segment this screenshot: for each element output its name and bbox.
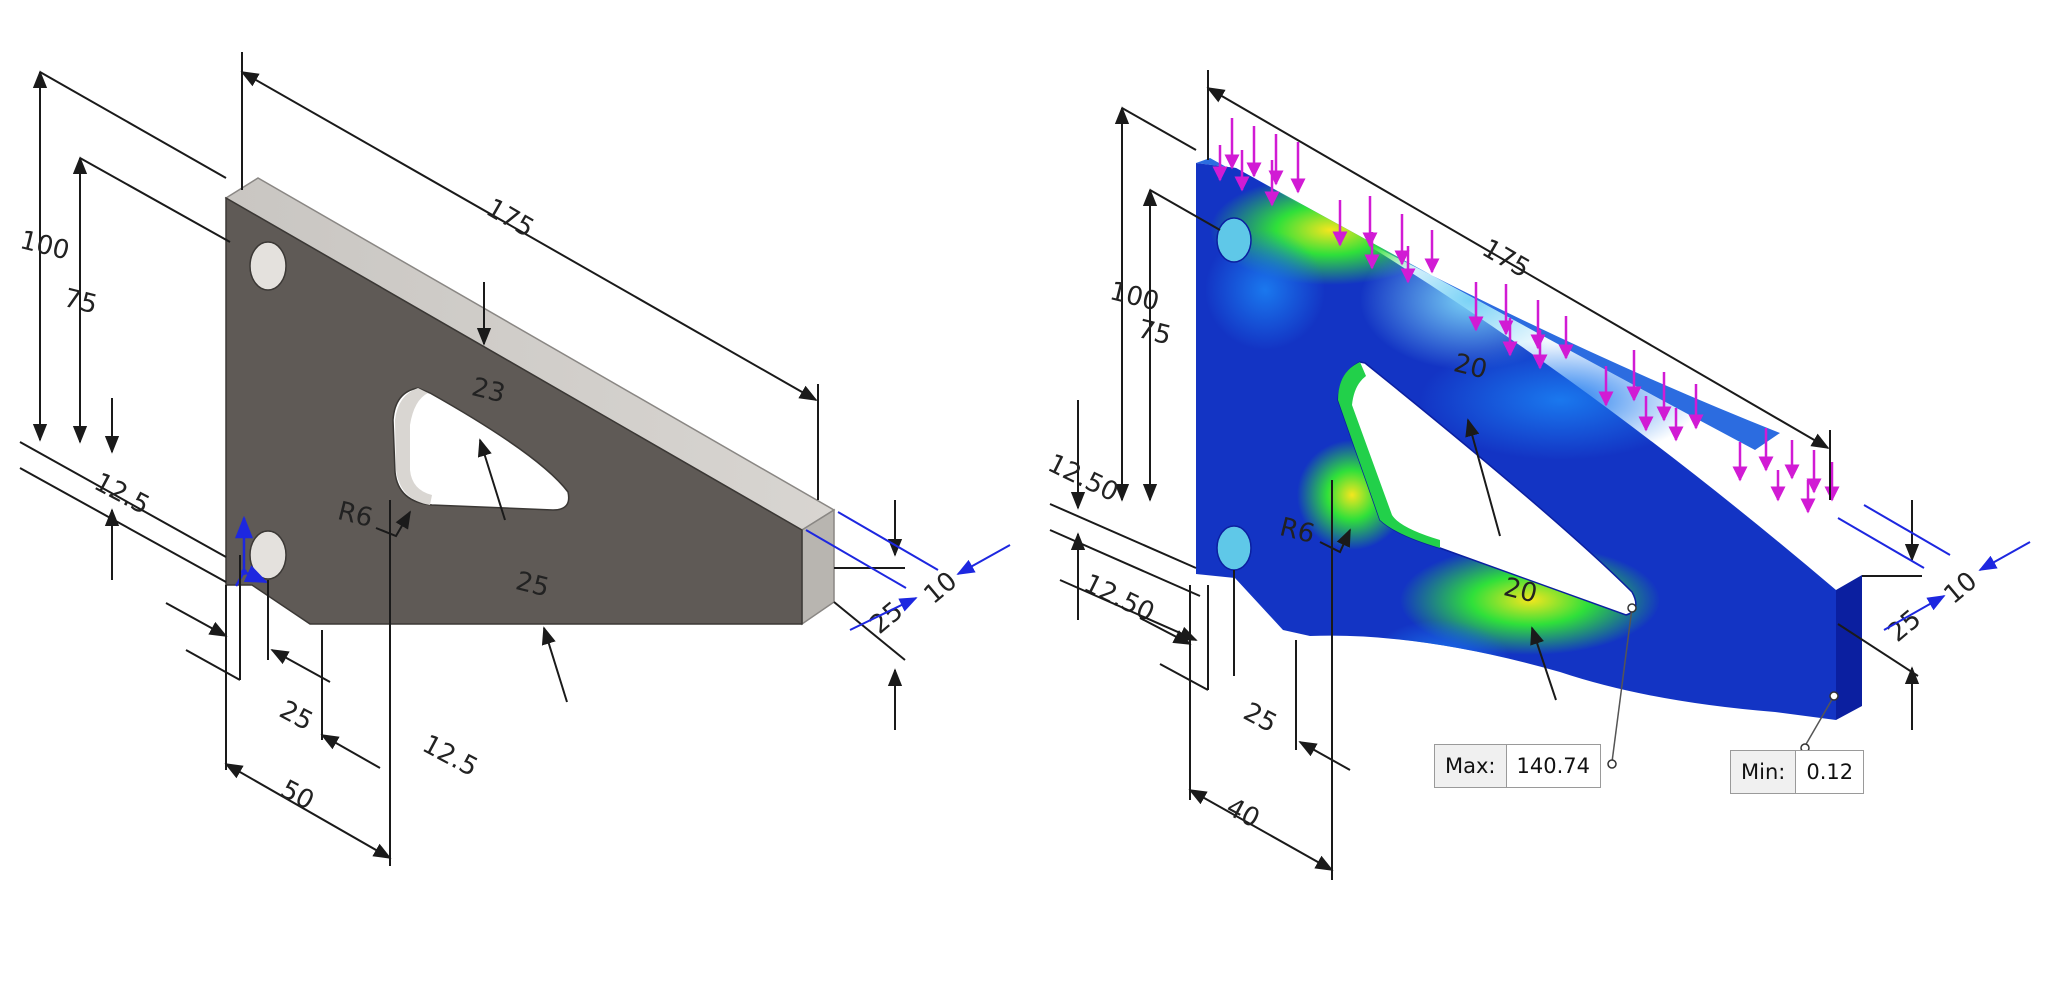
bracket-front-face (225, 196, 803, 625)
dim-height-100: 100 (17, 225, 72, 266)
cutout-inner-wall (395, 388, 432, 505)
sim-dim-height-100: 100 (1107, 276, 1162, 317)
max-label: Max: (1435, 745, 1507, 787)
result-probe-leaders (1607, 603, 1839, 769)
dim-edge-12-5: 12.5 (89, 467, 154, 521)
min-result-label: Min: 0.12 (1730, 750, 1865, 794)
dim-end-25: 25 (864, 596, 909, 640)
bracket-part (224, 177, 836, 626)
max-value: 140.74 (1516, 754, 1590, 778)
bracket-end-face (801, 508, 835, 626)
sim-mount-hole-lower (1216, 525, 1252, 571)
mount-hole-upper (249, 241, 287, 291)
sim-end-face (1836, 575, 1862, 720)
min-probe-point (1829, 691, 1839, 701)
min-label: Min: (1731, 751, 1797, 793)
max-probe-point (1627, 603, 1637, 613)
dim-base-50: 50 (276, 774, 319, 816)
min-value: 0.12 (1806, 760, 1854, 784)
sim-dim-edge-12-50-a: 12.50 (1043, 449, 1123, 509)
sim-dimensions: 100 75 175 20 20 R6 12.50 12.50 (1043, 70, 2031, 880)
mount-hole-lower (249, 530, 287, 580)
origin-triad-icon (234, 515, 269, 587)
dim-thickness-10: 10 (918, 566, 963, 610)
dim-height-75: 75 (61, 283, 100, 320)
stress-plot-part (1196, 158, 1862, 720)
sim-dim-thickness-10: 10 (1938, 566, 1983, 610)
sim-mount-hole-upper (1216, 217, 1252, 263)
simulation-result-view: 100 75 175 20 20 R6 12.50 12.50 (1043, 70, 2031, 880)
sim-dim-height-75: 75 (1135, 314, 1174, 351)
dim-hole-spacing-25: 25 (274, 695, 317, 737)
max-result-label: Max: 140.74 (1434, 744, 1601, 788)
dim-offset-12-5: 12.5 (417, 729, 482, 783)
sim-dim-hole-spacing-25: 25 (1238, 697, 1281, 739)
cad-model-view: 100 75 175 23 25 R6 12.5 (17, 52, 1011, 866)
sim-dim-length-175: 175 (1477, 234, 1535, 285)
